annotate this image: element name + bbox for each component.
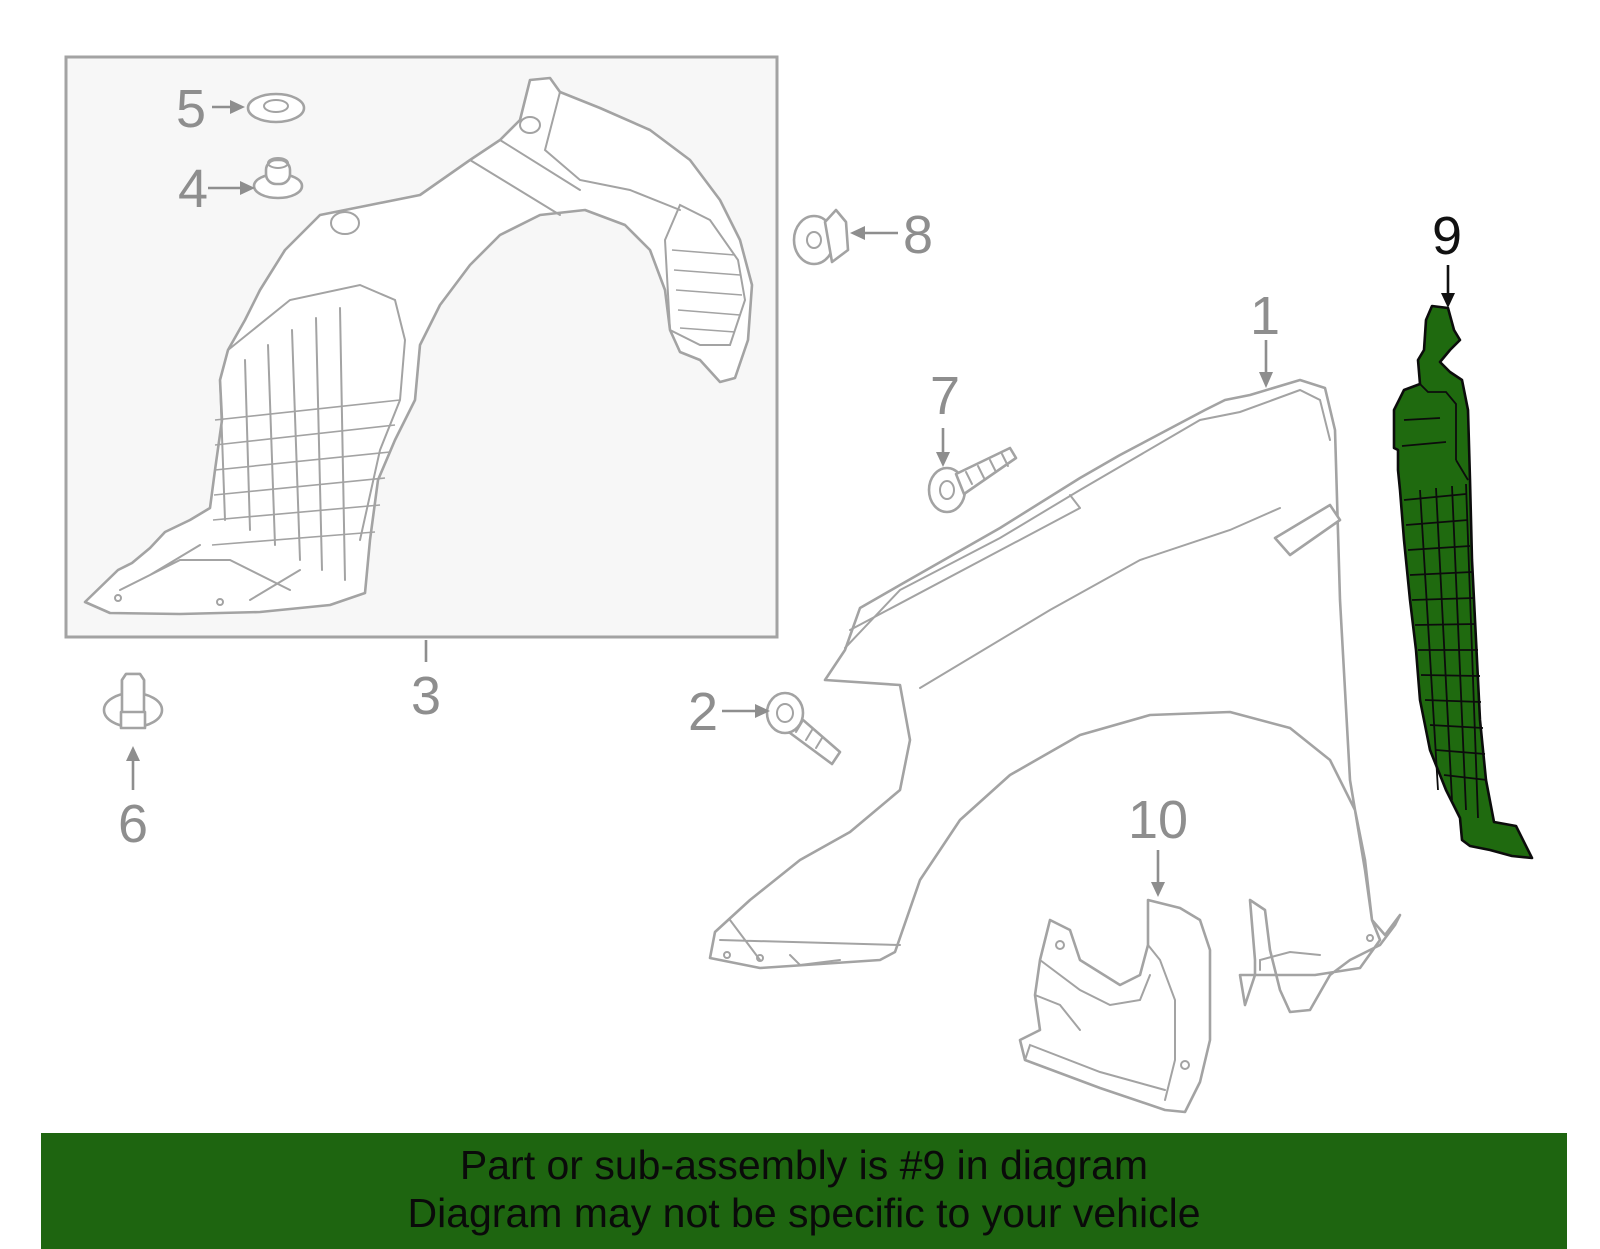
leaders: [126, 100, 1455, 897]
callout-5[interactable]: 5: [176, 79, 206, 139]
part-9-splash-shield[interactable]: [1392, 304, 1534, 860]
callout-7[interactable]: 7: [930, 366, 960, 426]
callout-6[interactable]: 6: [118, 794, 148, 854]
part-4-grommet[interactable]: [252, 157, 304, 200]
banner-line-2: Diagram may not be specific to your vehi…: [407, 1190, 1201, 1236]
callout-2[interactable]: 2: [688, 682, 718, 742]
part-3-fender-liner[interactable]: [83, 76, 754, 616]
banner-line-1: Part or sub-assembly is #9 in diagram: [459, 1142, 1149, 1188]
callout-4[interactable]: 4: [178, 159, 208, 219]
callout-1[interactable]: 1: [1250, 286, 1280, 346]
part-2-bolt[interactable]: [765, 691, 842, 766]
info-banner: Part or sub-assembly is #9 in diagram Di…: [41, 1133, 1567, 1249]
parts-diagram: 1 2 3 4 5 6 7 8 9 10: [64, 55, 1534, 1114]
callout-10[interactable]: 10: [1128, 790, 1188, 850]
part-6-push-pin[interactable]: [102, 672, 164, 730]
part-10-mud-flap[interactable]: [1018, 898, 1212, 1114]
part-1-fender[interactable]: [708, 378, 1402, 1014]
part-5-washer[interactable]: [246, 92, 306, 124]
callout-9[interactable]: 9: [1432, 206, 1462, 266]
callout-3[interactable]: 3: [411, 666, 441, 726]
callouts: 1 2 3 4 5 6 7 8 9 10: [118, 79, 1462, 854]
callout-8[interactable]: 8: [903, 205, 933, 265]
part-8-clip[interactable]: [792, 208, 850, 266]
part-7-screw[interactable]: [927, 446, 1018, 514]
